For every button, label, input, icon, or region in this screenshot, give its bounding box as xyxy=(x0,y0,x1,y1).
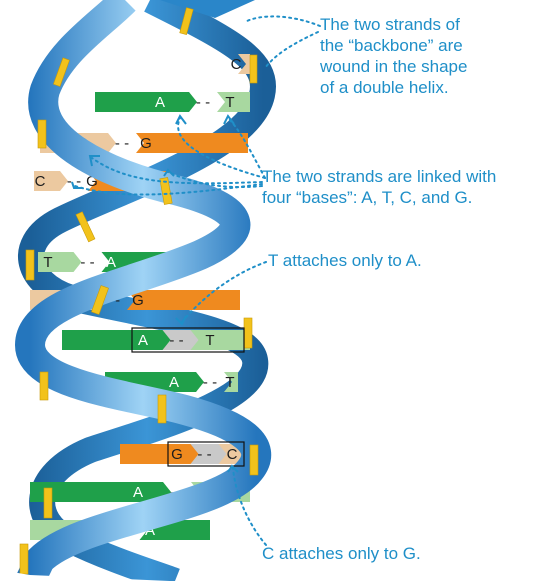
base-letter-right: A xyxy=(106,254,116,271)
leader-arrowheads xyxy=(71,114,239,473)
bond-dashes: - - xyxy=(203,374,217,391)
annotation-t-attaches-a: T attaches only to A. xyxy=(268,251,422,270)
bond-dashes: - - xyxy=(196,94,210,111)
annotation-bases: The two strands are linked with four “ba… xyxy=(262,167,497,207)
base-letter-right: C xyxy=(231,56,242,73)
base-left-body xyxy=(95,92,197,112)
base-letter-left: A xyxy=(138,332,148,349)
base-pair: C xyxy=(231,54,250,74)
base-letter-right: G xyxy=(132,292,144,309)
base-letter-right: T xyxy=(205,332,214,349)
base-letter-right: G xyxy=(86,173,98,190)
base-left-body xyxy=(120,444,199,464)
bond-dashes: - - xyxy=(169,332,183,349)
highlight-box-t-a xyxy=(131,327,245,353)
base-letter-right: T xyxy=(225,374,234,391)
base-right-body xyxy=(190,330,250,350)
bond-dashes: - - xyxy=(197,446,211,463)
annotation-backbone: The two strands of the “backbone” are wo… xyxy=(320,15,468,97)
base-right-body xyxy=(127,290,240,310)
base-letter-left: A xyxy=(155,94,165,111)
backbone-strand-back xyxy=(18,0,276,581)
base-right-body xyxy=(224,372,238,392)
base-left-body xyxy=(38,252,82,272)
base-right-body xyxy=(136,133,248,153)
highlight-box-c-g xyxy=(167,441,245,467)
base-left-body xyxy=(30,482,171,502)
bond-dashes: - - xyxy=(80,254,94,271)
annotation-c-attaches-g: C attaches only to G. xyxy=(262,544,421,563)
backbone-stripes xyxy=(19,7,259,575)
base-right-body xyxy=(217,92,250,112)
base-left-body xyxy=(62,330,171,350)
bond-dashes: - - xyxy=(115,135,129,152)
base-letter-right: A xyxy=(145,522,155,539)
base-letter-left: A xyxy=(133,484,143,501)
base-letter-left: T xyxy=(43,254,52,271)
base-letter-right: T xyxy=(225,94,234,111)
base-letter-left: G xyxy=(171,446,183,463)
base-letter-left: A xyxy=(169,374,179,391)
base-letter-right: G xyxy=(140,135,152,152)
base-letter-right: C xyxy=(227,446,238,463)
base-right-body xyxy=(238,54,250,74)
base-left-body xyxy=(34,171,68,191)
base-letter-left: C xyxy=(35,173,46,190)
